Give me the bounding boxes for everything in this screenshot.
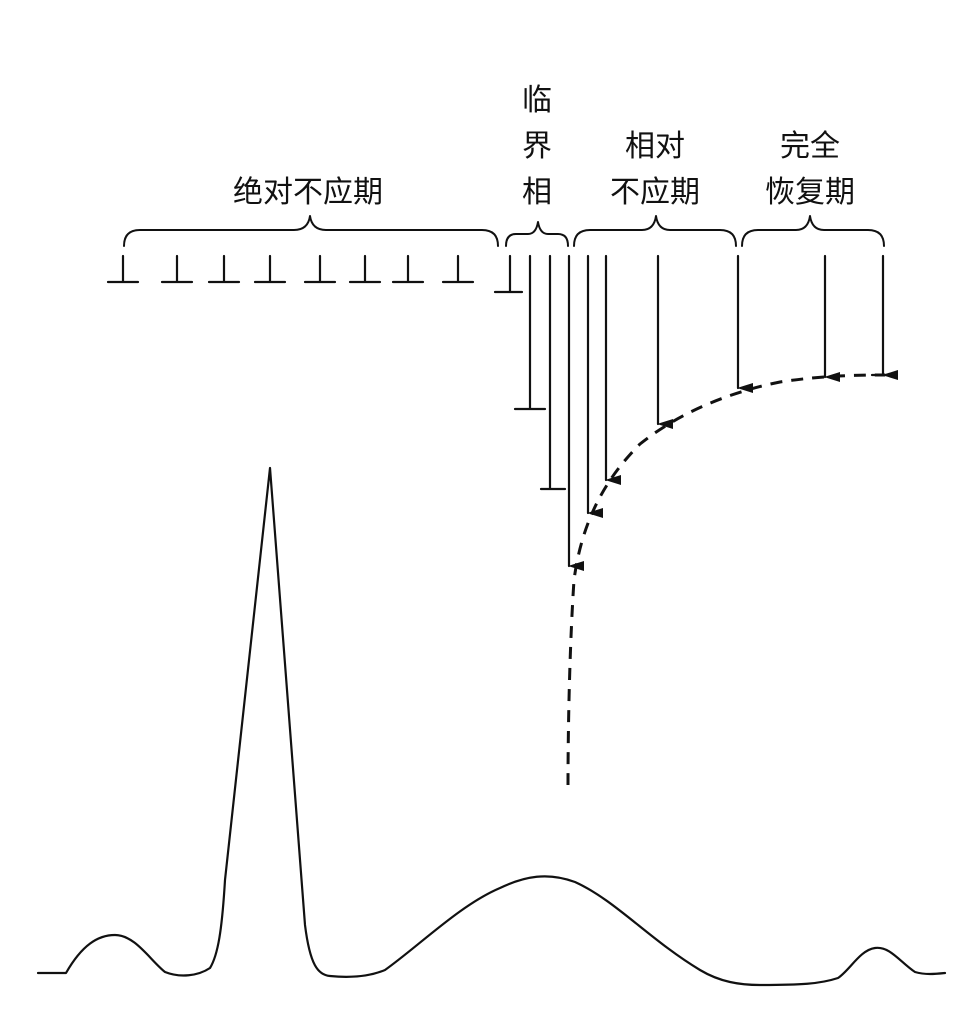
phase-labels: 绝对不应期 临 界 相 相对 不应期 完全 恢复期: [233, 83, 855, 210]
stimulus-marker: [348, 254, 382, 284]
stimulus-marker: [493, 254, 524, 294]
critical-phase-label-line-2: 界: [522, 129, 552, 164]
recovery-period-label-line-2: 恢复期: [765, 175, 855, 210]
critical-phase-label-line-1: 临: [522, 83, 552, 118]
phase-braces: [123, 215, 885, 247]
stimulus-marker: [441, 254, 475, 284]
absolute-refractory-label: 绝对不应期: [233, 175, 383, 210]
stimulus-marker: [160, 254, 194, 284]
recovery-period-label-line-1: 完全: [780, 129, 840, 164]
critical-phase-stimuli: [493, 254, 567, 491]
stimulus-marker: [253, 254, 287, 284]
stimulus-marker: [513, 254, 547, 411]
stimulus-marker: [207, 254, 241, 284]
absolute-refractory-brace: [123, 215, 499, 247]
recovery-period-brace: [741, 215, 885, 247]
relative-refractory-label-line-1: 相对: [625, 129, 685, 164]
stimulus-marker: [391, 254, 425, 284]
stimulus-marker: [539, 254, 567, 491]
absolute-refractory-stimuli: [106, 254, 475, 284]
stimulus-marker: [303, 254, 337, 284]
critical-phase-label-line-3: 相: [522, 175, 552, 210]
relative-refractory-brace: [573, 215, 737, 247]
critical-phase-brace: [505, 221, 569, 247]
stimulus-marker: [106, 254, 140, 284]
threshold-curve: [566, 373, 886, 786]
ecg-waveform: [36, 466, 947, 987]
relative-refractory-label-line-2: 不应期: [610, 175, 700, 210]
effective-stimuli-arrows: [567, 254, 898, 571]
